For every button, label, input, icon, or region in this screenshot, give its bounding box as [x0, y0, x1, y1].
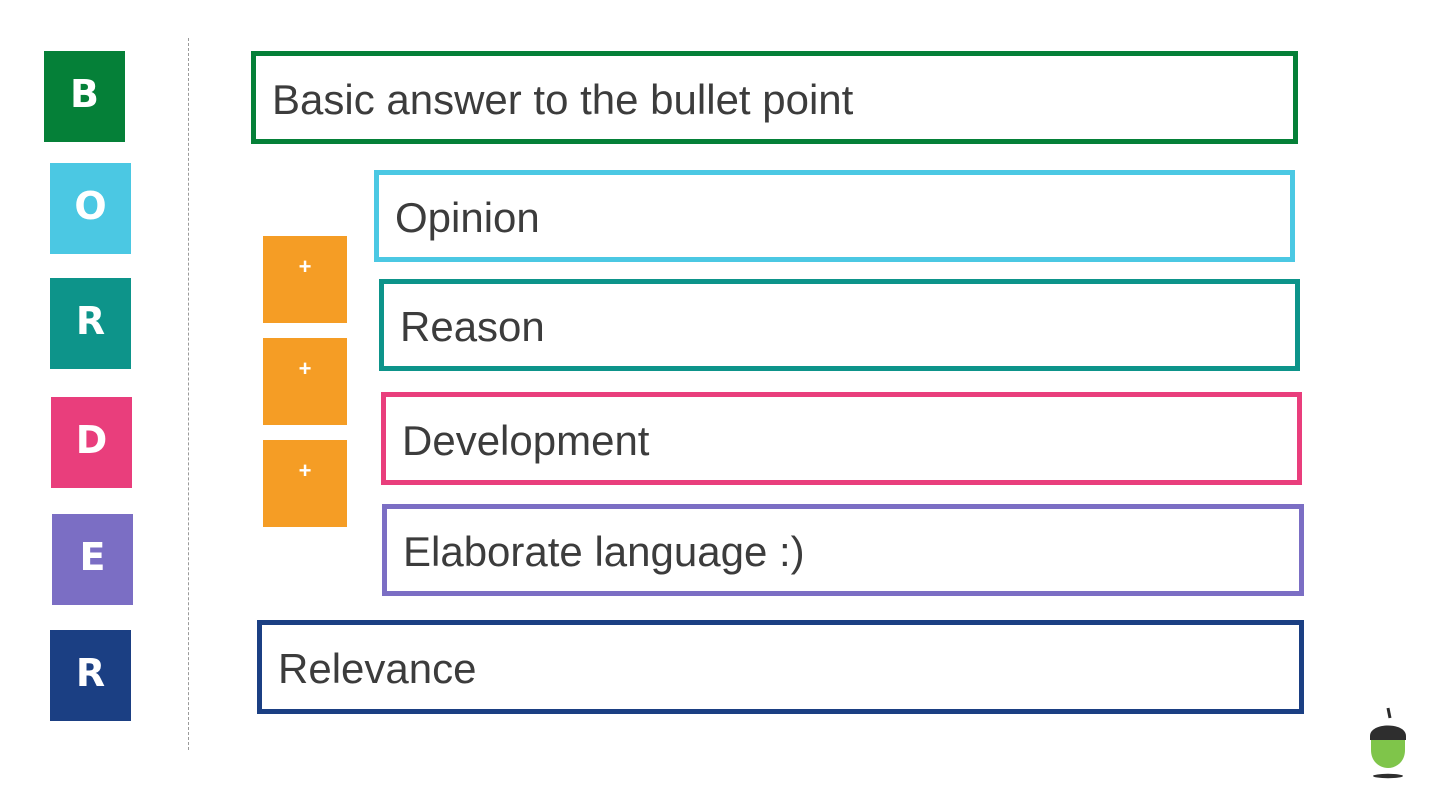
- box-reason: Reason: [379, 279, 1300, 371]
- letter-o: O: [50, 163, 131, 254]
- box-relevance-label: Relevance: [278, 645, 477, 692]
- letter-b: B: [44, 51, 125, 142]
- box-basic-answer-label: Basic answer to the bullet point: [272, 75, 854, 123]
- box-opinion-label: Opinion: [395, 194, 540, 241]
- box-development: Development: [381, 392, 1302, 485]
- dashed-divider: [188, 38, 189, 750]
- letter-r: R: [50, 278, 131, 369]
- letter-r2: R: [50, 630, 131, 721]
- box-elaborate-language-label: Elaborate language :): [403, 528, 805, 575]
- plus-tile: +: [263, 236, 347, 323]
- box-reason-label: Reason: [400, 303, 545, 350]
- letter-e: E: [52, 514, 133, 605]
- box-opinion: Opinion: [374, 170, 1295, 262]
- box-elaborate-language: Elaborate language :): [382, 504, 1304, 596]
- letter-d: D: [51, 397, 132, 488]
- box-development-label: Development: [402, 416, 650, 464]
- plus-tile: +: [263, 440, 347, 527]
- box-relevance: Relevance: [257, 620, 1304, 714]
- acorn-logo-icon: [1370, 707, 1406, 779]
- box-basic-answer: Basic answer to the bullet point: [251, 51, 1298, 144]
- plus-tile: +: [263, 338, 347, 425]
